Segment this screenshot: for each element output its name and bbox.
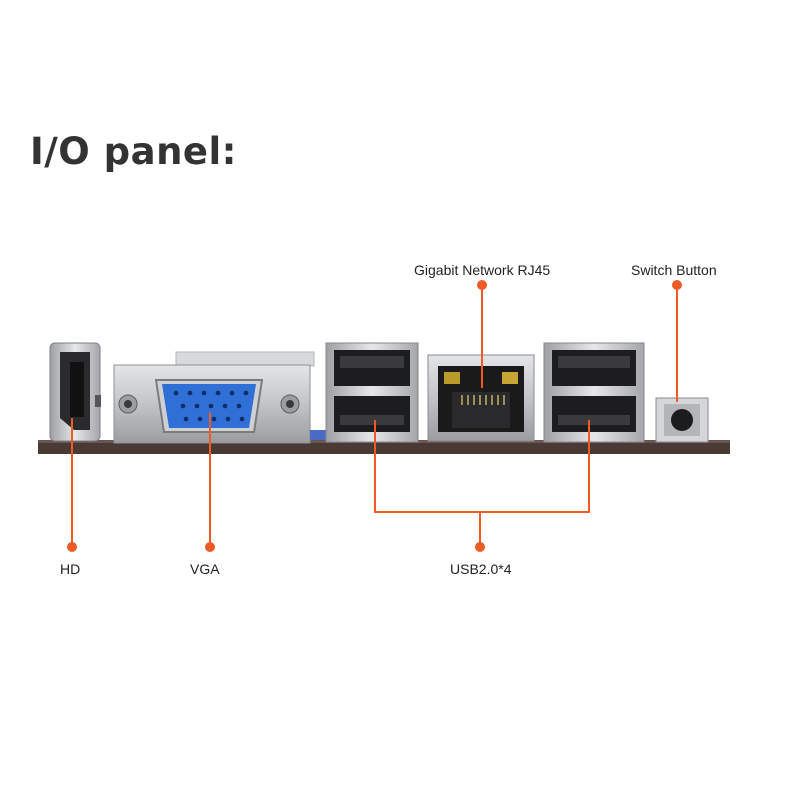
label-hd: HD <box>60 561 81 577</box>
callout-line-usb <box>374 420 590 513</box>
switch-button <box>655 397 709 443</box>
callout-dot-vga <box>205 542 215 552</box>
label-usb: USB2.0*4 <box>450 561 512 577</box>
label-switch: Switch Button <box>631 262 717 278</box>
label-vga: VGA <box>190 561 220 577</box>
callout-dot-rj45 <box>477 280 487 290</box>
vga-port <box>113 351 315 444</box>
page-title: I/O panel: <box>30 130 237 173</box>
callout-dot-usb <box>475 542 485 552</box>
callout-dot-switch <box>672 280 682 290</box>
label-rj45: Gigabit Network RJ45 <box>414 262 551 278</box>
usb-stack-left <box>325 342 419 443</box>
callout-dot-hd <box>67 542 77 552</box>
hdmi-port <box>49 342 101 442</box>
usb-stack-right <box>543 342 645 443</box>
